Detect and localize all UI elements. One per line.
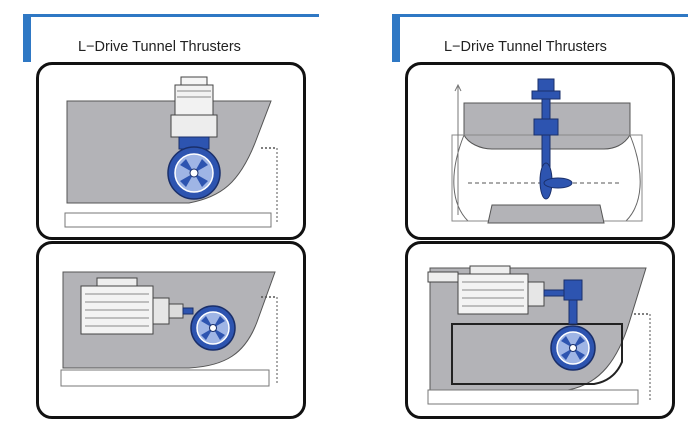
- panel-cross-section: [405, 62, 675, 240]
- diesel-engine: [427, 265, 545, 315]
- panel-electric-l-drive: [36, 62, 306, 240]
- propeller-blades: [561, 336, 585, 360]
- electric-motor: [170, 76, 218, 138]
- header-accent-line: [392, 14, 688, 17]
- propeller-hub: [569, 344, 577, 352]
- vertical-shaft: [568, 299, 578, 325]
- propeller-hub: [189, 168, 199, 178]
- propeller-blades: [201, 316, 225, 340]
- hull-outline: [453, 134, 641, 222]
- left-section-title: L−Drive Tunnel Thrusters: [78, 39, 241, 55]
- gear-housing: [563, 279, 583, 301]
- propeller-hub: [209, 324, 217, 332]
- panel-diesel-l-drive: [36, 241, 306, 419]
- diesel-l-drive-diagram: [60, 271, 278, 387]
- compartment-outline: [451, 323, 623, 385]
- electric-l-drive-diagram: [64, 76, 278, 228]
- keel-outline: [64, 212, 272, 228]
- propeller-blades: [180, 159, 208, 187]
- diesel-engine: [80, 277, 184, 335]
- drive-coupling: [182, 307, 194, 315]
- header-accent-bar: [392, 14, 400, 62]
- right-section-title: L−Drive Tunnel Thrusters: [444, 39, 607, 55]
- cross-section-diagram: [451, 78, 643, 224]
- left-section-header: L−Drive Tunnel Thrusters: [23, 14, 319, 62]
- keel-outline: [427, 389, 639, 405]
- diesel-right-angle-diagram: [427, 265, 651, 405]
- vertical-drive: [531, 78, 561, 192]
- header-accent-line: [23, 14, 319, 17]
- keel-outline: [60, 369, 270, 387]
- header-accent-bar: [23, 14, 31, 62]
- hull-section: [66, 100, 272, 204]
- keel-section: [487, 204, 605, 224]
- gear-pod: [543, 177, 573, 189]
- panel-diesel-right-angle: [405, 241, 675, 419]
- right-section-header: L−Drive Tunnel Thrusters: [392, 14, 688, 62]
